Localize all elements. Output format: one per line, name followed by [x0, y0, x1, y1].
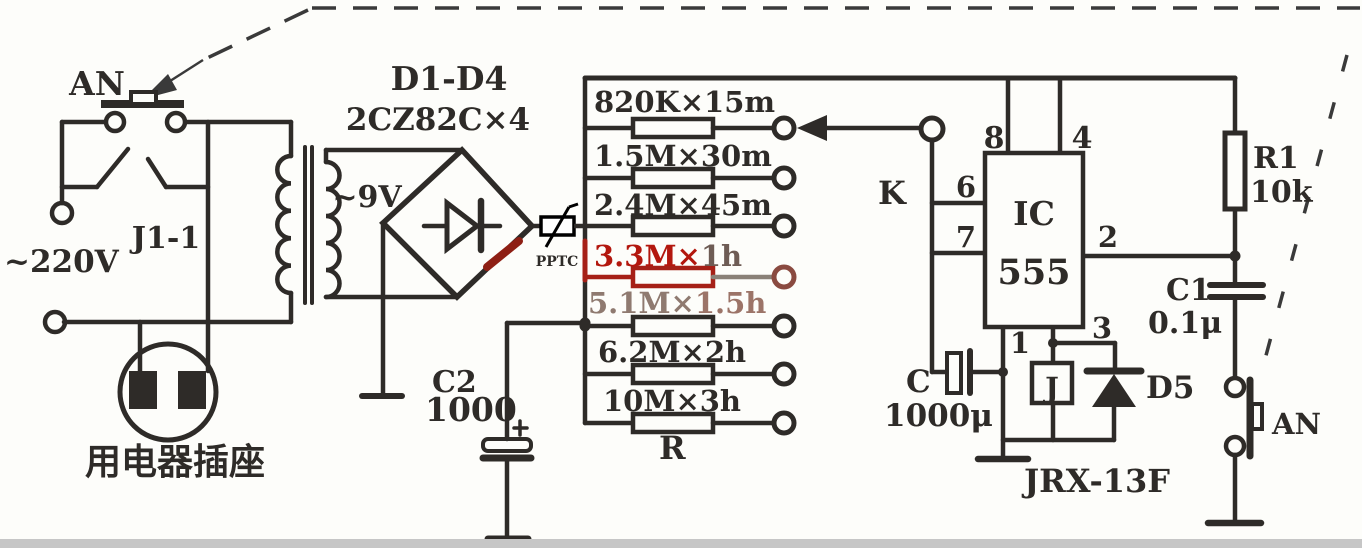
mains-terminals	[42, 200, 75, 335]
diode-type-label: 2CZ82C×4	[346, 102, 530, 138]
secondary-voltage-label: ~9V	[332, 180, 402, 215]
button-contact	[103, 110, 127, 134]
terminal	[49, 200, 75, 226]
resistor-row-highlighted	[582, 238, 797, 290]
junction-dot	[1229, 250, 1241, 262]
r1-name: R1	[1253, 141, 1299, 176]
relay-coil-label: J	[1042, 371, 1059, 405]
selector-label: K	[878, 174, 907, 212]
timing-capacitor	[929, 348, 1006, 396]
bridge-red-artifact	[483, 237, 523, 271]
socket-label: 用电器插座	[85, 442, 265, 483]
secondary-winding	[323, 159, 342, 300]
cap-plate-left	[945, 351, 963, 395]
selector-wiper	[797, 115, 946, 143]
resistor-label: 3.3M×1h	[594, 239, 742, 273]
tap-terminal	[771, 213, 797, 239]
junction-dot	[1048, 338, 1058, 348]
resistor-label: 5.1M×1.5h	[588, 286, 766, 320]
tap-terminal	[771, 165, 797, 191]
relay-model-label: JRX-13F	[1021, 462, 1170, 500]
flyback-diode-label: D5	[1146, 370, 1194, 406]
junction-dot	[579, 320, 591, 332]
relay-contact-label: J1-1	[129, 221, 200, 256]
timing-cap-name: C	[906, 364, 931, 400]
tap-terminal	[771, 313, 797, 339]
primary-winding	[275, 153, 294, 296]
pptc-slash	[544, 206, 571, 248]
button-actuator	[1250, 402, 1264, 431]
d5-triangle	[1092, 374, 1136, 407]
diode-group-label: D1-D4	[391, 59, 508, 98]
resistor-label: 6.2M×2h	[598, 335, 746, 369]
cap-plate-top	[481, 437, 533, 453]
r1-body	[1222, 130, 1248, 212]
pin-label: 4	[1072, 121, 1093, 156]
right-column	[1204, 75, 1266, 527]
pptc-device	[532, 202, 585, 248]
pptc-label: PPTC	[536, 254, 579, 270]
c2-name: C2	[432, 365, 477, 400]
timing-cap-value: 1000μ	[884, 398, 993, 434]
c1-value: 0.1μ	[1148, 306, 1222, 341]
power-button-label: AN	[68, 64, 125, 103]
bridge-diamond	[379, 146, 536, 301]
pin-label: 7	[956, 220, 976, 254]
transformer	[275, 145, 465, 305]
resistor-row	[582, 410, 797, 436]
pin-label: 8	[984, 121, 1005, 156]
button-actuator	[129, 90, 158, 106]
button-contact	[1223, 375, 1247, 399]
resistor-row	[582, 213, 797, 239]
mains-voltage-label: ~220V	[4, 244, 120, 280]
pptc-slash-hook	[568, 202, 579, 209]
resistor-label: 2.4M×45m	[594, 188, 772, 222]
r1-value: 10k	[1250, 175, 1314, 210]
resistor-label: 10M×3h	[603, 384, 741, 418]
terminal	[42, 309, 68, 335]
pin-label: 6	[956, 170, 976, 204]
tap-terminal	[771, 361, 797, 387]
selector-arrowhead	[797, 115, 827, 141]
wiper-terminal	[918, 115, 946, 143]
diode-triangle	[444, 197, 482, 255]
socket-outline	[117, 341, 219, 443]
pin-label: 3	[1092, 311, 1112, 345]
power-button	[101, 90, 188, 134]
pin-label: 2	[1098, 220, 1118, 254]
ic-model: 555	[997, 252, 1070, 293]
ic-name: IC	[1013, 194, 1055, 233]
socket-slot	[178, 371, 206, 409]
ic-555-body	[982, 150, 1086, 330]
resistor-row	[582, 115, 797, 141]
tap-terminal	[771, 115, 797, 141]
relay-coil-box	[1029, 360, 1075, 406]
resistor-row	[582, 165, 797, 191]
ac-wiring	[59, 119, 294, 374]
button-contact	[1223, 434, 1247, 458]
relay-and-diode	[1029, 360, 1145, 443]
c1-name: C1	[1166, 273, 1211, 308]
socket-slot	[129, 371, 157, 409]
tap-terminal	[771, 410, 797, 436]
bank-label: R	[659, 429, 686, 467]
pin-label: 1	[1010, 326, 1030, 360]
resistor-bank	[579, 75, 1238, 436]
timer-wiring	[929, 75, 1238, 463]
appliance-socket	[117, 341, 219, 443]
resistor-label: 820K×15m	[594, 85, 775, 119]
tap-terminal	[771, 264, 797, 290]
resistor-label: 1.5M×30m	[594, 139, 772, 173]
stop-button-label: AN	[1271, 407, 1321, 441]
bridge-rectifier	[359, 146, 536, 399]
resistor-row	[579, 313, 797, 339]
resistor-row	[582, 361, 797, 387]
scan-strip	[0, 539, 1362, 548]
c2-value: 1000	[425, 390, 517, 429]
button-contact	[164, 110, 188, 134]
